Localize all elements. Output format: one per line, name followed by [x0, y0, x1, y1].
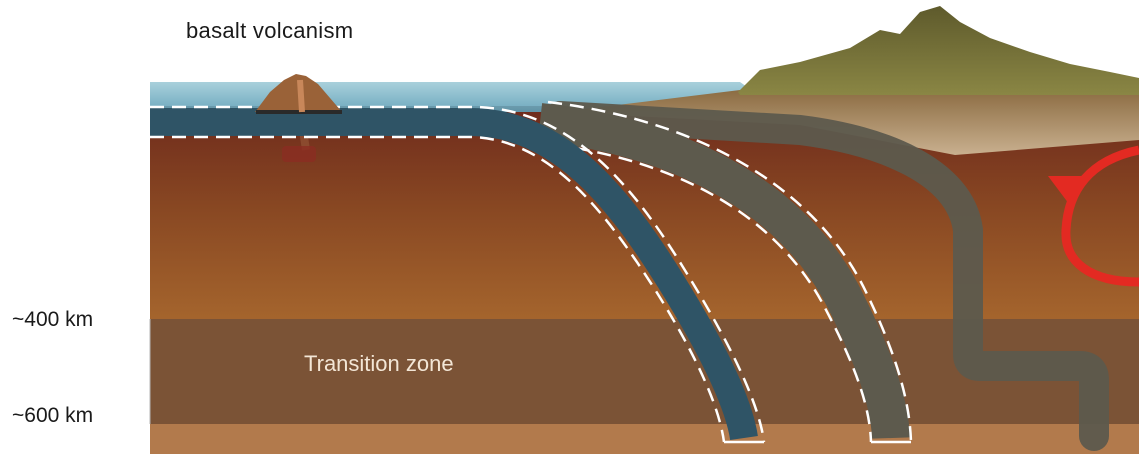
- slab-gray-middle-dash-bottom: [531, 140, 873, 443]
- slab-gray-middle: [537, 103, 910, 440]
- lower-mantle: [150, 424, 1139, 454]
- slab-gray-far: [545, 101, 1109, 451]
- curved-convection-arrow-icon: [1061, 145, 1139, 287]
- magma-chamber: [282, 146, 316, 162]
- volcano-feeder: [297, 79, 305, 113]
- slab-gray-middle-dash-top: [547, 100, 913, 443]
- mountain: [738, 6, 1139, 95]
- slab-blue-dash-bottom: [150, 135, 726, 443]
- transition-zone-label: Transition zone: [304, 351, 454, 376]
- depth-label-600km: ~600 km: [12, 404, 94, 427]
- depth-label-400km: ~400 km: [12, 308, 94, 331]
- slab-blue: [150, 108, 758, 441]
- slab-blue-dash-top: [150, 105, 766, 443]
- diagram-title: basalt volcanism: [186, 18, 354, 43]
- continental-crust: [560, 88, 1139, 155]
- arrowhead-icon: [1048, 176, 1086, 208]
